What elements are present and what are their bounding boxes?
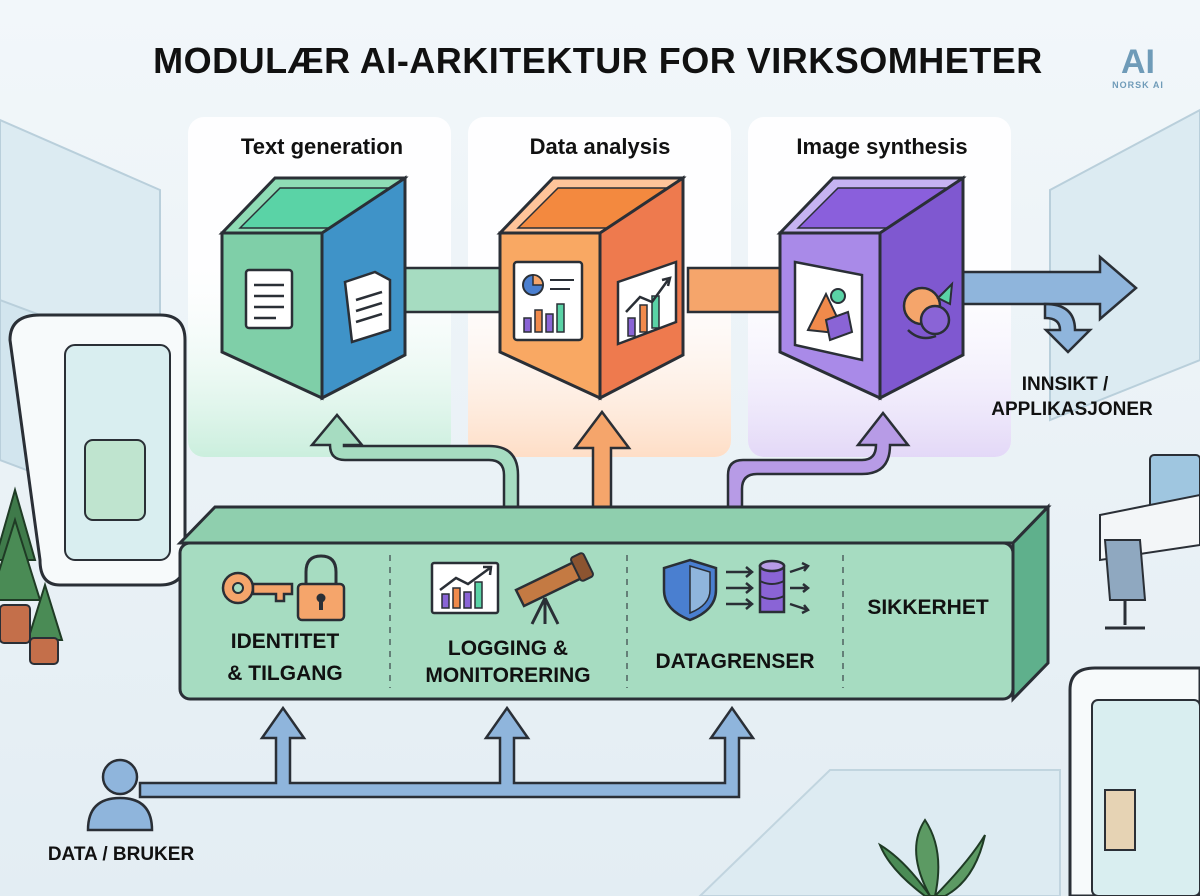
platform-label-logging-line1: LOGGING & — [448, 637, 568, 660]
shapes-icon — [902, 281, 954, 340]
arrow-to-image-synthesis — [726, 410, 911, 524]
bar-chart-icon — [616, 260, 678, 346]
output-label-line1: INNSIKT / — [1022, 374, 1109, 395]
telescope-icon — [514, 552, 594, 625]
input-label: DATA / BRUKER — [48, 844, 195, 865]
platform-label-data-boundaries: DATAGRENSER — [655, 650, 814, 673]
platform-label-identity-line2: & TILGANG — [227, 662, 343, 685]
module-label-image-synthesis: Image synthesis — [796, 134, 967, 159]
module-label-data-analysis: Data analysis — [530, 134, 671, 159]
desk-right — [1099, 454, 1200, 630]
chart-icon — [512, 260, 584, 342]
connector-data-image — [686, 266, 795, 314]
page-title: MODULÆR AI-ARKITEKTUR FOR VIRKSOMHETER — [153, 40, 1043, 81]
input-arrows — [138, 705, 756, 799]
phone-booth-right — [1068, 666, 1200, 896]
data-flow-arrows-icon — [726, 566, 754, 610]
document-icon — [244, 268, 294, 330]
platform-to-modules-arrows — [309, 409, 911, 524]
user-icon — [86, 758, 154, 832]
padlock-icon — [296, 554, 346, 622]
output-arrow-right — [958, 254, 1138, 322]
plant-bottom — [877, 818, 986, 896]
input-arrow-distribution — [138, 705, 756, 799]
output-arrow-down — [1042, 302, 1094, 354]
platform-label-security: SIKKERHET — [867, 596, 989, 619]
logo-caption: NORSK AI — [1112, 80, 1164, 90]
cube-image-synthesis — [776, 175, 967, 401]
norsk-ai-logo: AI NORSK AI — [1112, 43, 1164, 90]
cube-text-generation — [218, 175, 409, 401]
key-icon — [221, 571, 294, 605]
phone-booth-left — [8, 313, 187, 587]
module-label-text-generation: Text generation — [241, 134, 403, 159]
plant-left — [0, 486, 64, 665]
logo-mark: AI — [1121, 43, 1155, 81]
line-chart-icon — [430, 561, 500, 615]
output-arrow — [958, 254, 1138, 354]
output-label-line2: APPLIKASJONER — [991, 399, 1153, 420]
database-icon — [758, 559, 811, 615]
platform-label-identity-line1: IDENTITET — [231, 630, 340, 653]
platform-label-logging-line2: MONITORERING — [425, 664, 590, 687]
cube-data-analysis — [496, 175, 687, 401]
image-icon — [793, 260, 864, 362]
document-icon — [343, 270, 392, 344]
arrow-to-text-generation — [309, 413, 520, 524]
platform-bar — [176, 503, 1052, 703]
connector-text-data — [398, 266, 512, 314]
shield-icon — [662, 558, 718, 622]
